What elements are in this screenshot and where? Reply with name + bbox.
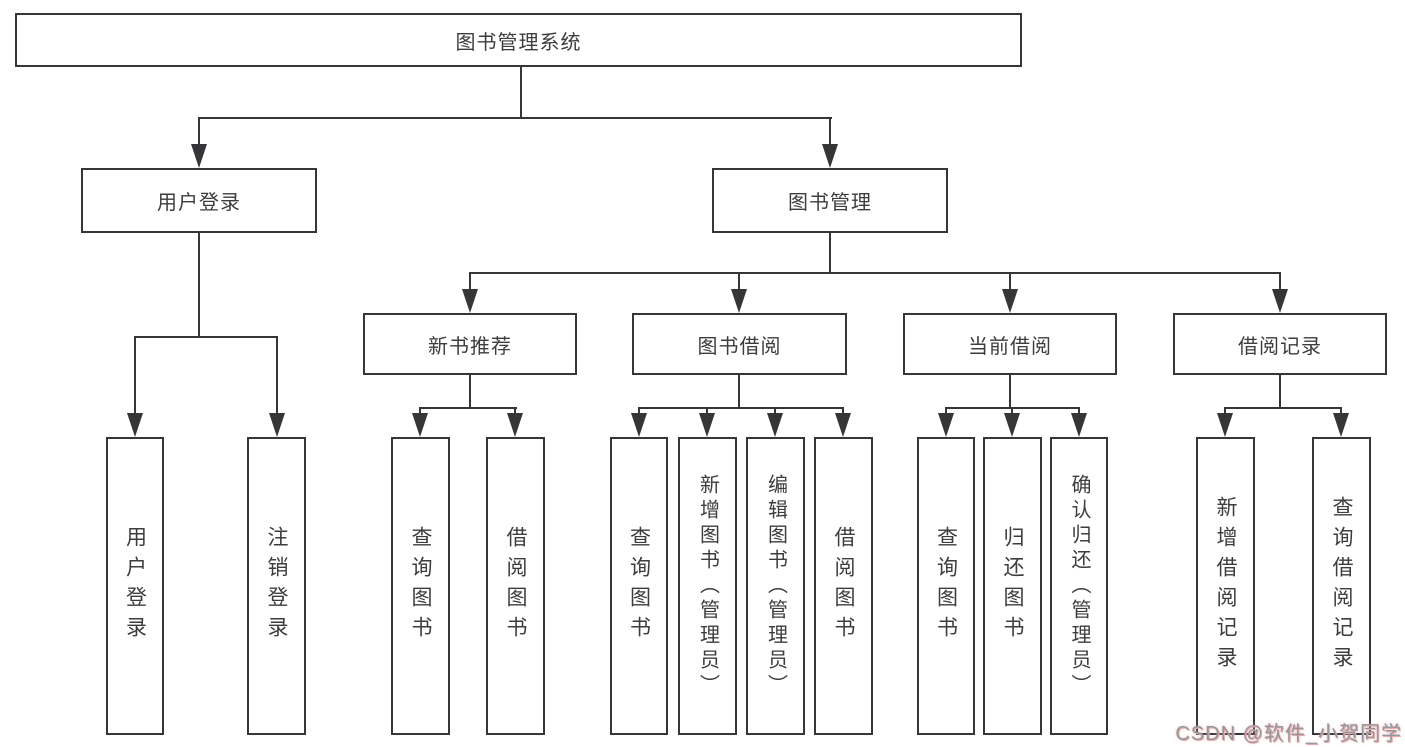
connector-borrow-record-trunk: [1279, 375, 1281, 409]
arrow-down-icon: [767, 413, 783, 437]
connector-borrow-record-branch: [1224, 407, 1342, 409]
connector-new-book-branch: [419, 407, 517, 409]
connector-drop: [774, 407, 776, 418]
leaf-label: 借阅图书: [504, 526, 527, 646]
leaf-confirm-return-admin: 确认归还（管理员）: [1050, 437, 1108, 735]
leaf-borrow-book-recommend: 借阅图书: [486, 437, 545, 735]
leaf-label: 查询图书: [409, 526, 432, 646]
arrow-down-icon: [507, 413, 523, 437]
leaf-search-book-current: 查询图书: [917, 437, 975, 735]
connector-book-borrow-trunk: [738, 375, 740, 409]
leaf-add-borrow-record: 新增借阅记录: [1196, 437, 1255, 735]
connector-drop-borrow-record: [1279, 272, 1281, 293]
arrow-down-icon: [462, 289, 478, 313]
leaf-search-borrow-record: 查询借阅记录: [1312, 437, 1371, 735]
arrow-down-icon: [1004, 413, 1020, 437]
connector-drop-leaf-logout: [276, 336, 278, 418]
connector-drop-book-borrow: [738, 272, 740, 293]
arrow-down-icon: [835, 413, 851, 437]
node-new-book-recommendation: 新书推荐: [363, 313, 577, 375]
arrow-down-icon: [191, 144, 207, 168]
arrow-down-icon: [938, 413, 954, 437]
leaf-label: 新增图书（管理员）: [696, 473, 719, 699]
leaf-label: 新增借阅记录: [1214, 496, 1237, 676]
connector-drop: [1078, 407, 1080, 418]
connector-drop: [1340, 407, 1342, 418]
connector-drop: [706, 407, 708, 418]
arrow-down-icon: [1272, 289, 1288, 313]
node-book-borrowing: 图书借阅: [632, 313, 847, 375]
leaf-add-book-admin: 新增图书（管理员）: [678, 437, 737, 735]
connector-drop-user-login: [198, 117, 200, 147]
node-current-borrowing: 当前借阅: [903, 313, 1117, 375]
leaf-label: 查询图书: [934, 526, 958, 646]
connector-drop-new-book: [469, 272, 471, 293]
connector-drop-book-management: [829, 117, 831, 147]
connector-new-book-trunk: [469, 375, 471, 409]
arrow-down-icon: [1002, 289, 1018, 313]
connector-user-login-branch: [134, 336, 278, 338]
arrow-down-icon: [269, 413, 285, 437]
arrow-down-icon: [1071, 413, 1087, 437]
leaf-label: 归还图书: [1001, 526, 1024, 646]
leaf-label: 编辑图书（管理员）: [764, 473, 787, 699]
connector-drop: [514, 407, 516, 418]
leaf-search-book-recommend: 查询图书: [391, 437, 450, 735]
node-user-login: 用户登录: [81, 168, 317, 233]
leaf-borrow-book: 借阅图书: [814, 437, 873, 735]
leaf-label: 确认归还（管理员）: [1068, 473, 1090, 699]
leaf-search-book-borrowing: 查询图书: [610, 437, 668, 735]
connector-drop: [842, 407, 844, 418]
leaf-user-login: 用户登录: [106, 437, 164, 735]
leaf-label: 用户登录: [123, 526, 147, 646]
connector-current-borrow-trunk: [1009, 375, 1011, 409]
node-root-library-management-system: 图书管理系统: [15, 13, 1022, 67]
connector-drop-leaf-user-login: [134, 336, 136, 418]
leaf-label: 注销登录: [265, 526, 288, 646]
connector-drop-current-borrow: [1009, 272, 1011, 293]
arrow-down-icon: [1217, 413, 1233, 437]
leaf-label: 查询借阅记录: [1330, 496, 1353, 676]
connector-book-management-trunk: [829, 233, 831, 274]
arrow-down-icon: [1333, 413, 1349, 437]
arrow-down-icon: [127, 413, 143, 437]
connector-user-login-trunk: [198, 233, 200, 338]
connector-drop: [1224, 407, 1226, 418]
csdn-watermark: CSDN @软件_小贺同学: [1175, 723, 1402, 745]
connector-level2-branch: [198, 117, 832, 119]
arrow-down-icon: [731, 289, 747, 313]
leaf-label: 查询图书: [627, 526, 651, 646]
arrow-down-icon: [699, 413, 715, 437]
arrow-down-icon: [822, 144, 838, 168]
connector-book-borrow-branch: [638, 407, 844, 409]
arrow-down-icon: [631, 413, 647, 437]
arrow-down-icon: [412, 413, 428, 437]
leaf-return-book: 归还图书: [983, 437, 1042, 735]
connector-drop: [419, 407, 421, 418]
node-borrowing-records: 借阅记录: [1173, 313, 1387, 375]
connector-drop: [945, 407, 947, 418]
connector-root-trunk: [520, 67, 522, 119]
connector-drop: [638, 407, 640, 418]
node-book-management: 图书管理: [712, 168, 948, 233]
connector-level3-branch: [469, 272, 1281, 274]
connector-drop: [1011, 407, 1013, 418]
leaf-logout: 注销登录: [247, 437, 306, 735]
leaf-edit-book-admin: 编辑图书（管理员）: [746, 437, 805, 735]
leaf-label: 借阅图书: [832, 526, 855, 646]
